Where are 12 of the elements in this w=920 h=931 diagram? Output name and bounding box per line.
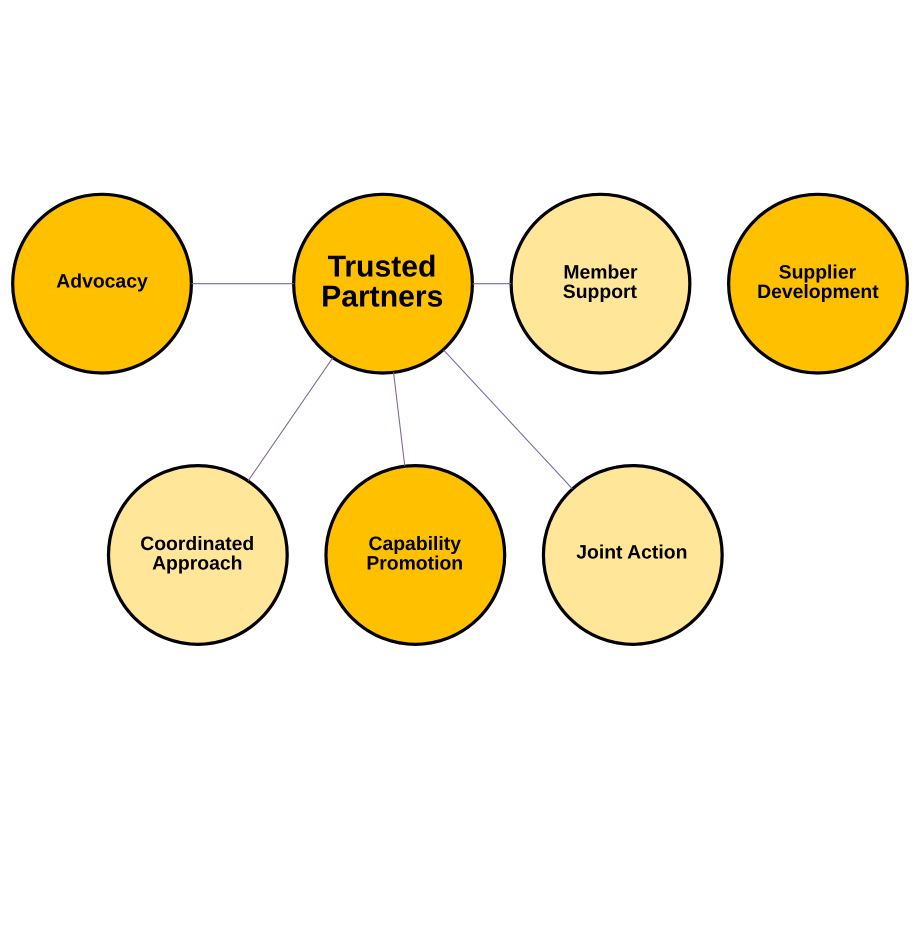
connector <box>248 357 334 481</box>
node-circle: Capability Promotion <box>324 464 506 646</box>
connector <box>443 349 573 489</box>
node-circle: Advocacy <box>11 192 193 374</box>
connector <box>191 282 294 284</box>
connector <box>393 372 406 466</box>
node-circle: Trusted Partners <box>292 192 474 374</box>
node-circle: Member Support <box>510 192 692 374</box>
node-circle: Joint Action <box>542 464 724 646</box>
node-circle: Coordinated Approach <box>106 464 289 646</box>
node-circle: Supplier Development <box>727 192 909 374</box>
connector <box>472 282 512 284</box>
